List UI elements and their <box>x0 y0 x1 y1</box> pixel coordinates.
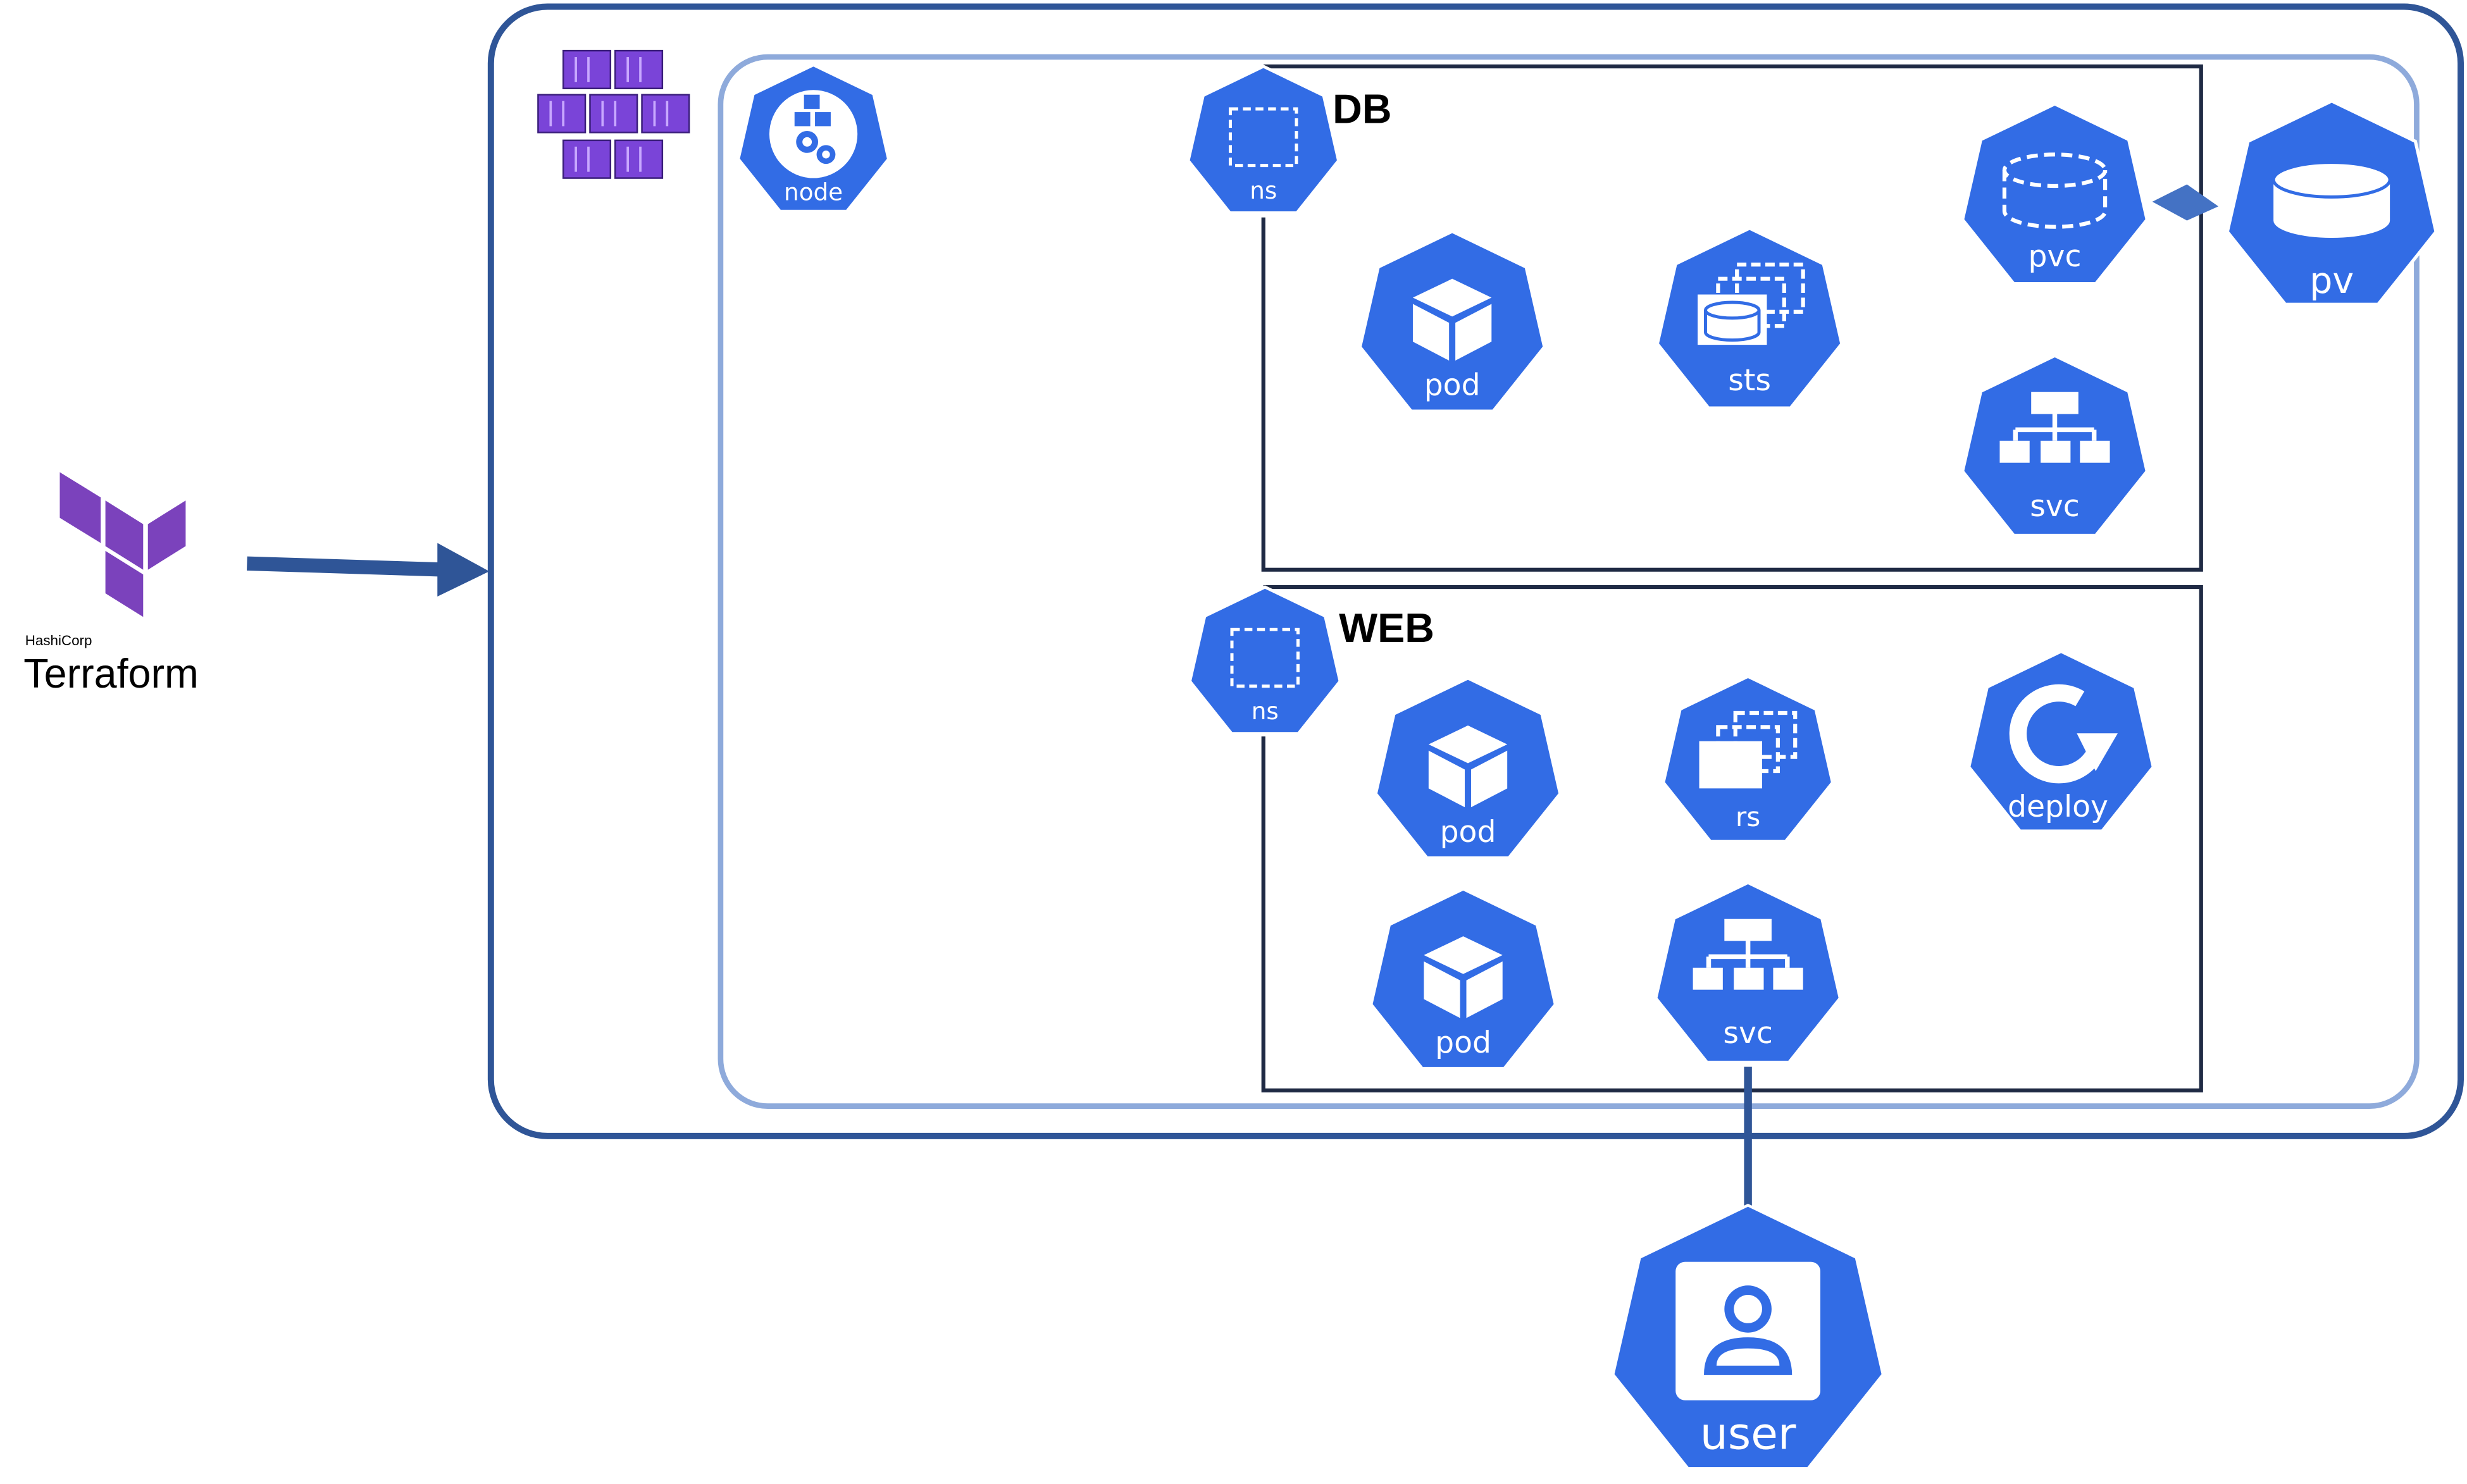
web-namespace-title: WEB <box>1339 605 1434 651</box>
terraform-name: Terraform <box>23 650 199 696</box>
pv-icon: pv <box>2227 101 2436 304</box>
db-pvc-label: pvc <box>2029 239 2082 274</box>
web-namespace-icon: ns <box>1190 587 1340 734</box>
aks-cluster-icon <box>537 49 690 179</box>
web-ns-label: ns <box>1252 697 1279 725</box>
web-namespace-box <box>1261 584 2203 1092</box>
user-icon: user <box>1613 1205 1883 1468</box>
web-pod-2-icon: pod <box>1371 889 1555 1068</box>
pv-label: pv <box>2309 260 2354 302</box>
provision-arrow <box>247 543 490 597</box>
web-pod-1-icon: pod <box>1376 678 1560 858</box>
web-rs-label: rs <box>1736 801 1760 832</box>
web-pod-1-label: pod <box>1440 815 1496 850</box>
pvc-pv-connector <box>2152 184 2219 221</box>
user-label: user <box>1700 1409 1796 1460</box>
web-svc-label: svc <box>1723 1016 1773 1051</box>
web-deploy-label: deploy <box>2008 789 2108 824</box>
web-deployment-icon: deploy <box>1969 652 2153 831</box>
terraform-logo: HashiCorp Terraform <box>23 472 199 696</box>
aks-cluster-boundary <box>487 3 2464 1139</box>
db-namespace-icon: ns <box>1188 66 1339 213</box>
db-statefulset-icon: sts <box>1658 228 1842 408</box>
web-pod-2-label: pod <box>1435 1025 1491 1060</box>
node-label: node <box>784 178 843 206</box>
db-namespace-box <box>1261 64 2203 572</box>
db-sts-label: sts <box>1728 363 1771 398</box>
db-namespace-title: DB <box>1333 86 1391 132</box>
db-pvc-icon: pvc <box>1963 104 2147 284</box>
node-boundary <box>718 54 2420 1109</box>
db-ns-label: ns <box>1250 176 1277 204</box>
web-service-icon: svc <box>1656 883 1840 1063</box>
db-svc-label: svc <box>2030 489 2080 524</box>
db-service-icon: svc <box>1963 356 2147 536</box>
node-icon: node <box>738 65 889 212</box>
terraform-icon <box>59 472 186 617</box>
db-pod-icon: pod <box>1360 232 1544 411</box>
db-pod-label: pod <box>1424 368 1481 403</box>
terraform-brand: HashiCorp <box>25 633 92 648</box>
web-replicaset-icon: rs <box>1663 677 1832 841</box>
